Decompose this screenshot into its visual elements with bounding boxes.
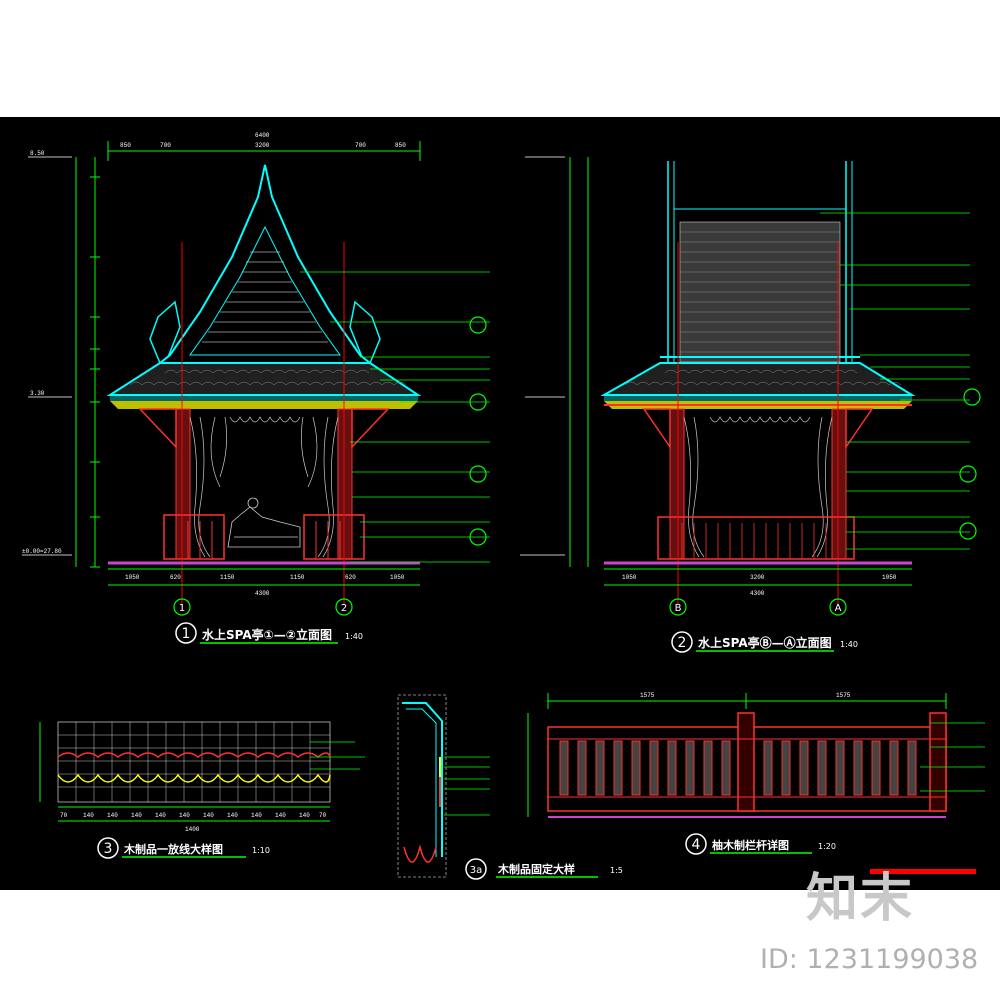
- elev1-bottom-dim-6: 1050: [390, 574, 405, 581]
- detail3-dim-8: 140: [227, 812, 238, 819]
- title-2-number: 2: [678, 635, 687, 651]
- elev1-grid-label-1: 1: [179, 603, 185, 614]
- title-4-text: 柚木制栏杆详图: [712, 838, 789, 852]
- elev1-bottom-dim-2: 620: [170, 574, 181, 581]
- title-3-number: 3: [104, 841, 113, 857]
- elev1-top-dim-5: 850: [395, 142, 406, 149]
- detail3-dim-5: 140: [155, 812, 166, 819]
- elev1-top-dim-4: 700: [355, 142, 366, 149]
- railing-top-dim-1: 1575: [640, 692, 655, 699]
- detail3-dim-9: 140: [251, 812, 262, 819]
- title-3a-text: 木制品固定大样: [497, 862, 575, 876]
- title-3a-scale: 1:5: [610, 866, 623, 875]
- elev2-bottom-dim-2: 3200: [750, 574, 765, 581]
- cad-drawing-svg: 8.50 3.30 ±0.00=27.80 6400 850 700 3200 …: [22, 132, 985, 880]
- elev1-grid-label-2: 2: [341, 603, 347, 614]
- elev2-bottom-total: 4300: [750, 590, 765, 597]
- title-3a-number: 3a: [470, 865, 483, 876]
- title-1-scale: 1:40: [345, 632, 363, 641]
- elev2-bottom-dim-3: 1050: [882, 574, 897, 581]
- elev2-bottom-dim-1: 1050: [622, 574, 637, 581]
- elev1-top-total: 6400: [255, 132, 270, 139]
- detail3-dim-11: 140: [299, 812, 310, 819]
- title-4-scale: 1:20: [818, 842, 836, 851]
- detail3-dim-1: 70: [60, 812, 68, 819]
- elevation-2: 1050 3200 1050 4300 B A: [520, 156, 981, 616]
- watermark-brand-logo: 知末: [806, 869, 915, 929]
- title-1-text: 水上SPA亭①—②立面图: [202, 627, 332, 642]
- title-4-number: 4: [692, 837, 701, 853]
- title-3-text: 木制品一放线大样图: [123, 842, 223, 856]
- elevation-1: 8.50 3.30 ±0.00=27.80 6400 850 700 3200 …: [22, 132, 490, 616]
- watermark-id-text: ID: 1231199038: [760, 944, 979, 975]
- detail3-dim-6: 140: [179, 812, 190, 819]
- title-2-text: 水上SPA亭Ⓑ—Ⓐ立面图: [698, 635, 832, 650]
- title-1-number: 1: [182, 626, 191, 642]
- title-3-scale: 1:10: [252, 846, 270, 855]
- detail-4-railing: 1575 1575 4 柚木制栏杆详图 1:20: [527, 692, 985, 874]
- elev1-top-dim-2: 700: [160, 142, 171, 149]
- level-base-label: ±0.00=27.80: [22, 548, 62, 555]
- level-top-label: 8.50: [30, 150, 45, 157]
- elev1-bottom-total: 4300: [255, 590, 270, 597]
- title-2-scale: 1:40: [840, 640, 858, 649]
- detail3-dim-4: 140: [131, 812, 142, 819]
- detail-3a-fixing: 3a 木制品固定大样 1:5: [397, 694, 623, 880]
- title-block-1: 1 水上SPA亭①—②立面图 1:40: [175, 622, 363, 644]
- detail3-dim-10: 140: [275, 812, 286, 819]
- elev1-bottom-dim-1: 1050: [125, 574, 140, 581]
- elev1-top-dim-3: 3200: [255, 142, 270, 149]
- detail3-dim-12: 70: [319, 812, 327, 819]
- elev2-grid-label-a: A: [835, 603, 842, 614]
- detail3-dim-3: 140: [107, 812, 118, 819]
- detail3-dim-2: 140: [83, 812, 94, 819]
- level-mid-label: 3.30: [30, 390, 45, 397]
- title-block-2: 2 水上SPA亭Ⓑ—Ⓐ立面图 1:40: [671, 631, 858, 653]
- elev1-bottom-dim-5: 620: [345, 574, 356, 581]
- cad-drawing-canvas: 8.50 3.30 ±0.00=27.80 6400 850 700 3200 …: [0, 117, 1000, 890]
- detail3-dim-7: 140: [203, 812, 214, 819]
- railing-top-dim-2: 1575: [836, 692, 851, 699]
- elev1-bottom-dim-3: 1150: [220, 574, 235, 581]
- detail-3-fringe: 70 140 140 140 140 140 140 140 140 140 1…: [39, 721, 365, 859]
- detail3-total: 1400: [185, 826, 200, 833]
- elev2-grid-label-b: B: [675, 603, 682, 614]
- elev1-top-dim-1: 850: [120, 142, 131, 149]
- elev1-bottom-dim-4: 1150: [290, 574, 305, 581]
